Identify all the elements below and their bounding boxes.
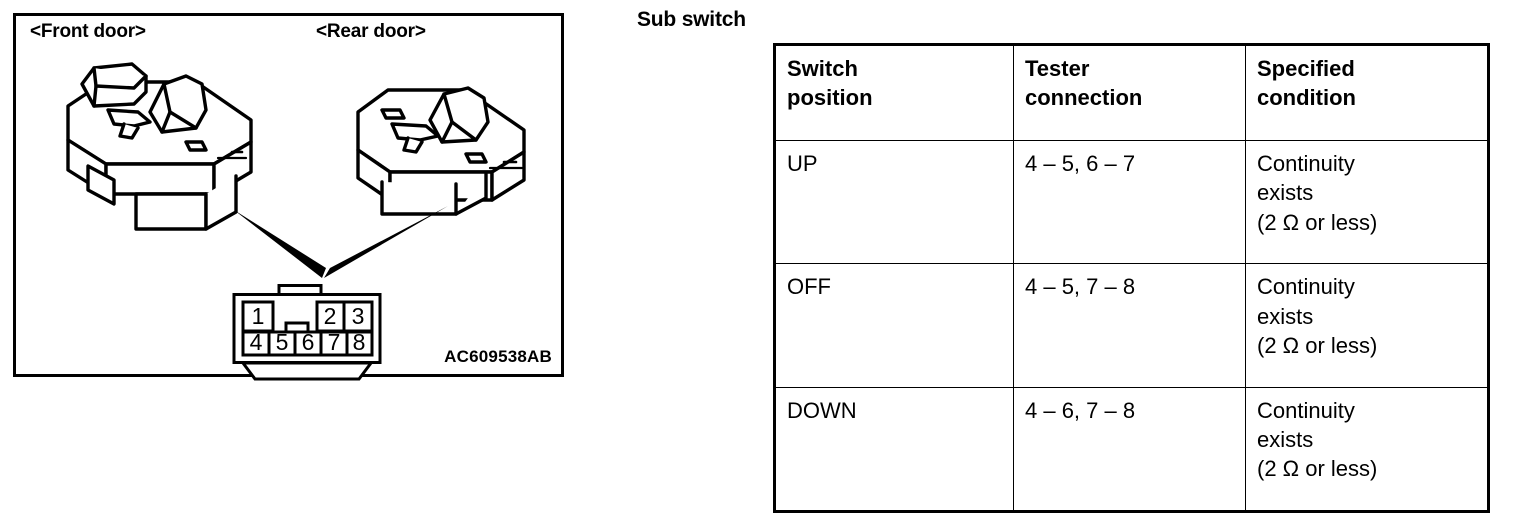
connector-pin-2: 2 [324, 303, 337, 329]
header-line-1: Switch [787, 56, 858, 81]
connector-pin-5: 5 [276, 329, 289, 355]
condition-line-3: (2 Ω or less) [1257, 332, 1378, 358]
header-line-2: condition [1257, 85, 1356, 111]
cell-switch-position: DOWN [775, 386, 1014, 512]
column-header-switch-position: Switch position [775, 45, 1014, 141]
condition-line-1: Continuity [1257, 151, 1355, 176]
condition-line-2: exists [1257, 426, 1314, 452]
cell-specified-condition: Continuity exists (2 Ω or less) [1245, 386, 1488, 512]
front-door-label: <Front door> [30, 21, 146, 42]
table-section: Sub switch [637, 8, 1497, 45]
front-door-switch-illustration [66, 62, 253, 231]
condition-line-3: (2 Ω or less) [1257, 456, 1378, 482]
connector-pin-6: 6 [302, 329, 315, 355]
rear-door-switch-illustration [356, 86, 526, 216]
column-header-tester-connection: Tester connection [1013, 45, 1246, 141]
header-line-2: connection [1025, 85, 1143, 111]
table-row: OFF 4 – 5, 7 – 8 Continuity exists (2 Ω … [775, 263, 1488, 388]
connector-pin-3: 3 [352, 303, 365, 329]
condition-line-2: exists [1257, 180, 1314, 206]
connector-pin-1: 1 [252, 303, 265, 329]
diagram-reference-code: AC609538AB [444, 347, 552, 366]
connector-pinout-diagram: 1 2 3 4 5 6 7 8 [232, 284, 382, 381]
cell-specified-condition: Continuity exists (2 Ω or less) [1245, 139, 1488, 265]
leader-lines [234, 206, 448, 278]
header-line-1: Tester [1025, 56, 1090, 81]
connector-pin-7: 7 [328, 329, 341, 355]
illustration-panel: <Front door> <Rear door> [13, 13, 564, 381]
cell-tester-connection: 4 – 6, 7 – 8 [1013, 386, 1246, 512]
condition-line-3: (2 Ω or less) [1257, 209, 1378, 235]
table-title: Sub switch [637, 8, 746, 31]
header-line-2: position [787, 85, 873, 111]
table-row: DOWN 4 – 6, 7 – 8 Continuity exists (2 Ω… [775, 386, 1488, 512]
rear-door-label: <Rear door> [316, 21, 426, 42]
table-header-row: Switch position Tester connection Specif… [775, 45, 1488, 141]
column-header-specified-condition: Specified condition [1245, 45, 1488, 141]
cell-tester-connection: 4 – 5, 7 – 8 [1013, 263, 1246, 388]
cell-tester-connection: 4 – 5, 6 – 7 [1013, 139, 1246, 265]
header-line-1: Specified [1257, 56, 1355, 81]
specification-table: Switch position Tester connection Specif… [773, 43, 1490, 513]
cell-switch-position: UP [775, 139, 1014, 265]
table-row: UP 4 – 5, 6 – 7 Continuity exists (2 Ω o… [775, 139, 1488, 265]
condition-line-1: Continuity [1257, 397, 1355, 423]
condition-line-2: exists [1257, 303, 1314, 329]
cell-specified-condition: Continuity exists (2 Ω or less) [1245, 263, 1488, 388]
cell-switch-position: OFF [775, 263, 1014, 388]
condition-line-1: Continuity [1257, 274, 1355, 300]
connector-pin-8: 8 [353, 329, 366, 355]
connector-pin-4: 4 [250, 329, 263, 355]
